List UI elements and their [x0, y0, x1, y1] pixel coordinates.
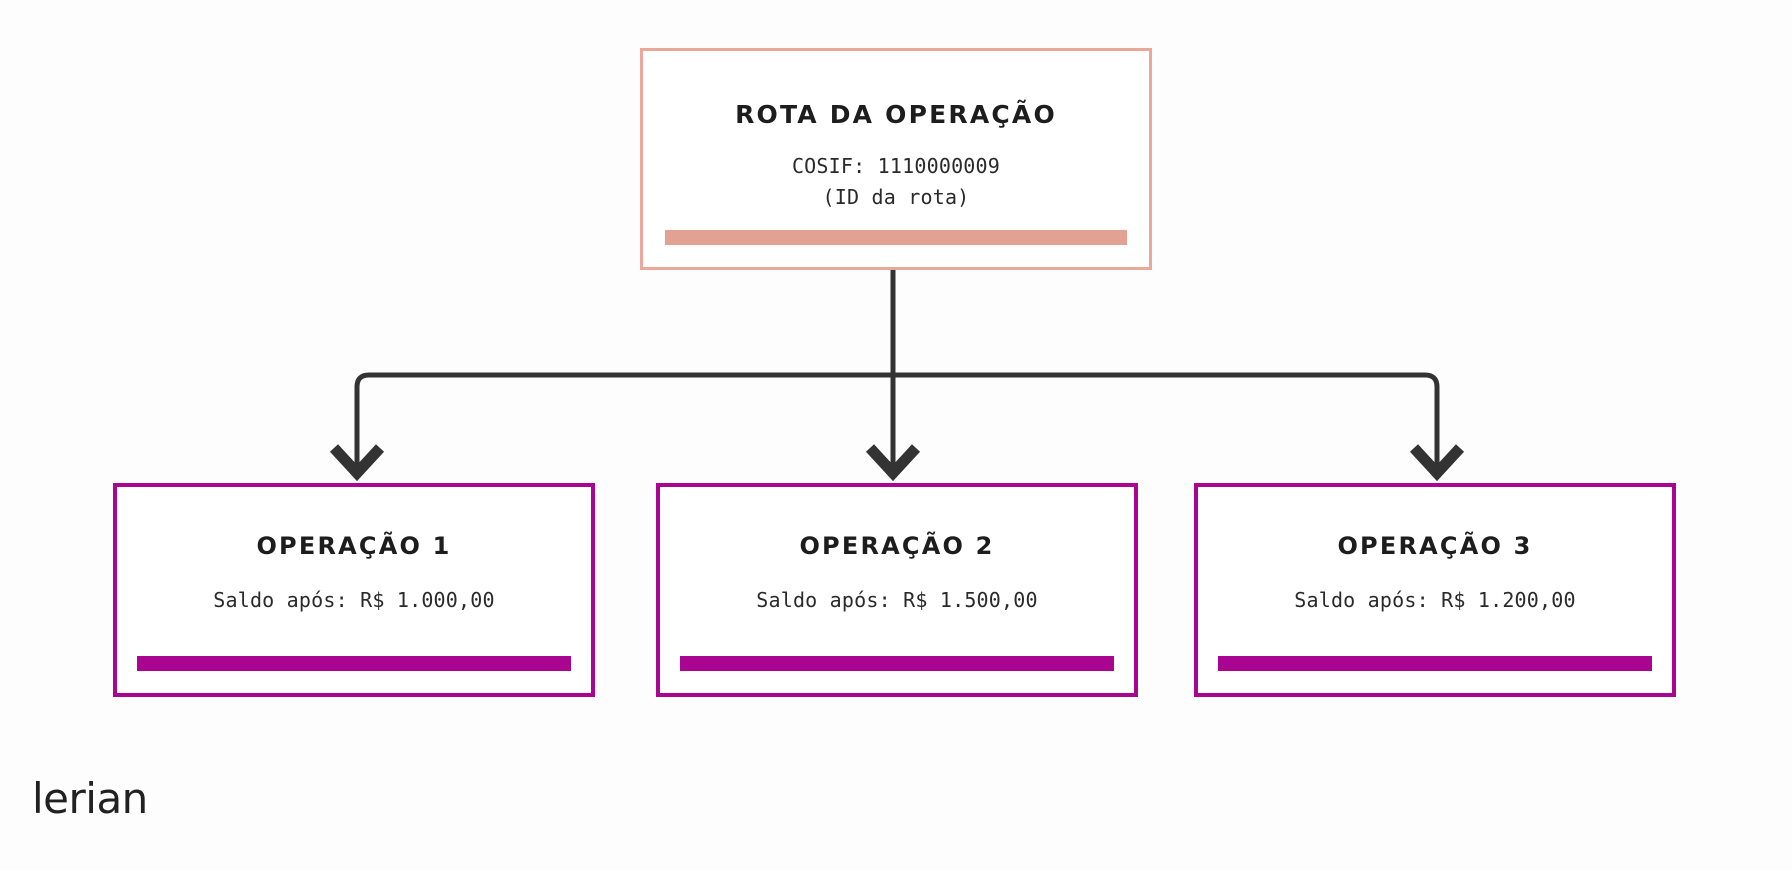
connector-bus — [354, 372, 1440, 450]
node-root-subtitle: COSIF: 1110000009 (ID da rota) — [792, 151, 1000, 213]
node-operacao-2-balance: Saldo após: R$ 1.500,00 — [756, 588, 1038, 613]
node-operacao-3-title: OPERAÇÃO 3 — [1337, 532, 1533, 560]
node-operacao-1[interactable]: OPERAÇÃO 1 Saldo após: R$ 1.000,00 — [113, 483, 595, 697]
lerian-logo: lerian — [32, 774, 148, 823]
node-operacao-1-balance: Saldo após: R$ 1.000,00 — [213, 588, 495, 613]
node-root-title: ROTA DA OPERAÇÃO — [735, 100, 1057, 129]
node-operacao-3[interactable]: OPERAÇÃO 3 Saldo após: R$ 1.200,00 — [1194, 483, 1676, 697]
node-root-id-note: (ID da rota) — [822, 184, 970, 209]
node-operacao-2-accent-bar — [680, 656, 1114, 671]
node-rota-da-operacao[interactable]: ROTA DA OPERAÇÃO COSIF: 1110000009 (ID d… — [640, 48, 1152, 270]
arrowhead-op1 — [329, 444, 385, 482]
node-operacao-2[interactable]: OPERAÇÃO 2 Saldo após: R$ 1.500,00 — [656, 483, 1138, 697]
node-operacao-3-balance: Saldo após: R$ 1.200,00 — [1294, 588, 1576, 613]
node-operacao-1-title: OPERAÇÃO 1 — [256, 532, 452, 560]
node-operacao-3-accent-bar — [1218, 656, 1652, 671]
node-operacao-1-accent-bar — [137, 656, 571, 671]
node-root-accent-bar — [665, 230, 1127, 245]
arrowhead-op2 — [865, 444, 921, 482]
node-operacao-2-title: OPERAÇÃO 2 — [799, 532, 995, 560]
arrowhead-op3 — [1409, 444, 1465, 482]
node-root-cosif: COSIF: 1110000009 — [791, 153, 1001, 178]
